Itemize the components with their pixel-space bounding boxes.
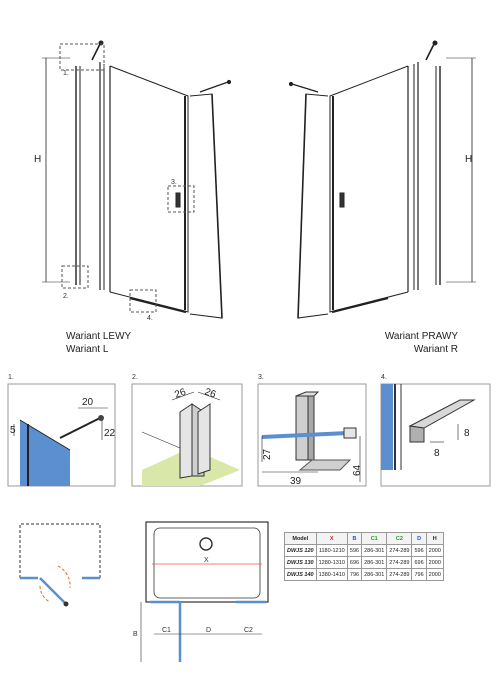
detail-2-number: 2. (132, 374, 138, 381)
plan-x-label: X (204, 557, 209, 564)
left-callout-2: 2. (63, 293, 69, 300)
detail-3-number: 3. (258, 374, 264, 381)
left-callout-4: 4. (147, 315, 153, 322)
left-variant-subtitle: Wariant L (66, 344, 109, 355)
plan-c1-label: C1 (162, 627, 171, 634)
detail-3-dim-64: 64 (352, 464, 363, 476)
cell: 274-289 (386, 544, 413, 557)
detail-1-dim-5: 5 (10, 425, 16, 436)
cell: 286-301 (361, 556, 388, 569)
left-callout-3: 3. (171, 179, 177, 186)
detail-4-drawing (380, 383, 491, 487)
cell: 1280-1310 (315, 556, 348, 569)
left-variant-caption: Wariant LEWY Wariant L (66, 330, 131, 356)
cell: 274-289 (386, 568, 413, 581)
detail-1-dim-22: 22 (104, 428, 116, 439)
header-d: D (411, 532, 427, 545)
table-row: DWJS 130 1280-1310 696 286-301 274-289 6… (284, 556, 444, 569)
cell: 286-301 (361, 568, 388, 581)
plan-b-label: B (133, 631, 138, 638)
header-b: B (346, 532, 363, 545)
detail-1-drawing (7, 383, 116, 487)
spec-table: Model X B C1 C2 D H DWJS 120 1180-1210 5… (284, 532, 444, 581)
header-c1: C1 (361, 532, 388, 545)
left-callout-1: 1. (63, 70, 69, 77)
cell: DWJS 130 (284, 556, 317, 569)
header-c2: C2 (386, 532, 413, 545)
cell: DWJS 120 (284, 544, 317, 557)
spec-table-container: Model X B C1 C2 D H DWJS 120 1180-1210 5… (284, 532, 444, 581)
header-x: X (315, 532, 348, 545)
cell: 274-289 (386, 556, 413, 569)
detail-4-number: 4. (381, 374, 387, 381)
detail-4-dim-8b: 8 (464, 428, 470, 439)
right-variant-title: Wariant PRAWY (384, 331, 458, 342)
cell: 796 (346, 568, 363, 581)
detail-3-dim-39: 39 (290, 476, 302, 487)
cell: 596 (411, 544, 427, 557)
cell: 1380-1410 (315, 568, 348, 581)
right-height-label: H (465, 154, 472, 165)
cell: DWJS 140 (284, 568, 317, 581)
plan-c2-label: C2 (244, 627, 253, 634)
plan-view (140, 521, 269, 662)
table-row: DWJS 140 1380-1410 796 286-301 274-289 7… (284, 568, 444, 581)
cell: 2000 (425, 556, 444, 569)
detail-1-number: 1. (8, 374, 14, 381)
cell: 1180-1210 (315, 544, 348, 557)
detail-2-dim-26b: 26 (203, 386, 218, 400)
left-variant-drawing (42, 40, 232, 319)
detail-3-dim-27: 27 (262, 448, 273, 460)
cell: 2000 (425, 544, 444, 557)
detail-2-drawing (131, 383, 243, 487)
header-model: Model (284, 532, 317, 545)
table-row: DWJS 120 1180-1210 596 286-301 274-289 5… (284, 544, 444, 557)
right-variant-caption: Wariant PRAWY Wariant R (378, 330, 458, 356)
cell: 596 (346, 544, 363, 557)
cell: 2000 (425, 568, 444, 581)
detail-1-dim-20: 20 (82, 397, 94, 408)
right-variant-drawing (288, 40, 476, 319)
spec-table-header-row: Model X B C1 C2 D H (284, 532, 444, 545)
detail-3-drawing (257, 383, 367, 487)
cell: 286-301 (361, 544, 388, 557)
detail-4-dim-8a: 8 (434, 448, 440, 459)
left-variant-title: Wariant LEWY (66, 331, 132, 342)
header-h: H (425, 532, 444, 545)
left-height-label: H (34, 154, 41, 165)
cell: 696 (346, 556, 363, 569)
door-swing-schematic (19, 523, 101, 607)
plan-d-label: D (206, 627, 211, 634)
cell: 696 (411, 556, 427, 569)
right-variant-subtitle: Wariant R (413, 344, 458, 355)
detail-2-dim-26a: 26 (173, 387, 188, 401)
cell: 796 (411, 568, 427, 581)
